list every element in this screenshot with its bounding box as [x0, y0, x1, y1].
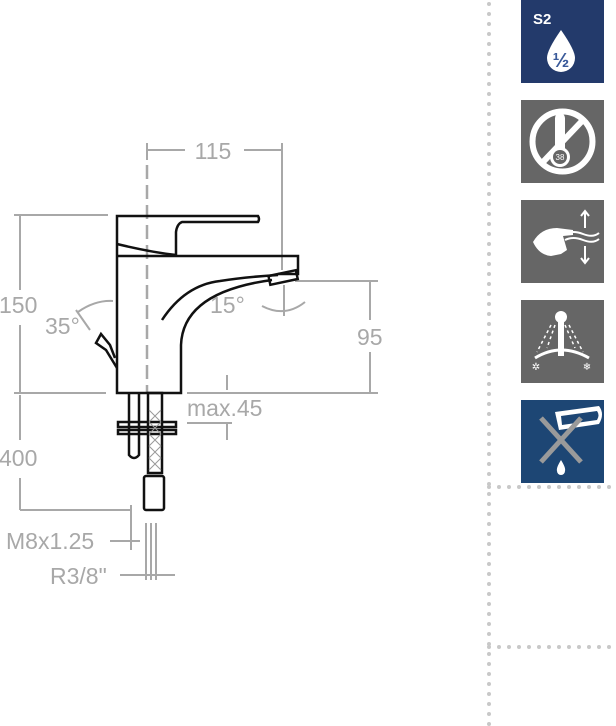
dimension-lines: [14, 143, 378, 580]
dim-lever-angle: 35°: [45, 313, 80, 339]
dim-max-thickness: max.45: [187, 395, 262, 421]
dim-hose-thread: R3/8": [50, 563, 107, 589]
hot-cold-mixer-icon: ✲ ❄: [521, 300, 604, 383]
no-descaling-icon: [521, 400, 604, 483]
dotted-dividers: [487, 2, 616, 726]
dim-spout-angle: 15°: [210, 292, 245, 318]
s2-label: S2: [533, 11, 551, 28]
dim-hose-length: 400: [0, 445, 37, 471]
no-temperature-limit-icon: 38: [521, 100, 604, 183]
dim-rod-thread: M8x1.25: [6, 528, 94, 554]
dim-spout-height: 95: [357, 324, 383, 350]
dim-height: 150: [0, 292, 37, 318]
half-fraction: ½: [553, 50, 570, 72]
s2-half-flow-icon: S2 ½: [521, 0, 604, 83]
svg-text:❄: ❄: [583, 362, 591, 373]
hand-flow-control-icon: [521, 200, 604, 283]
temperature-label: 38: [556, 153, 565, 162]
dim-width: 115: [195, 138, 232, 164]
svg-text:✲: ✲: [532, 362, 540, 373]
braided-hose: [148, 409, 162, 471]
faucet-outline: [94, 214, 300, 512]
